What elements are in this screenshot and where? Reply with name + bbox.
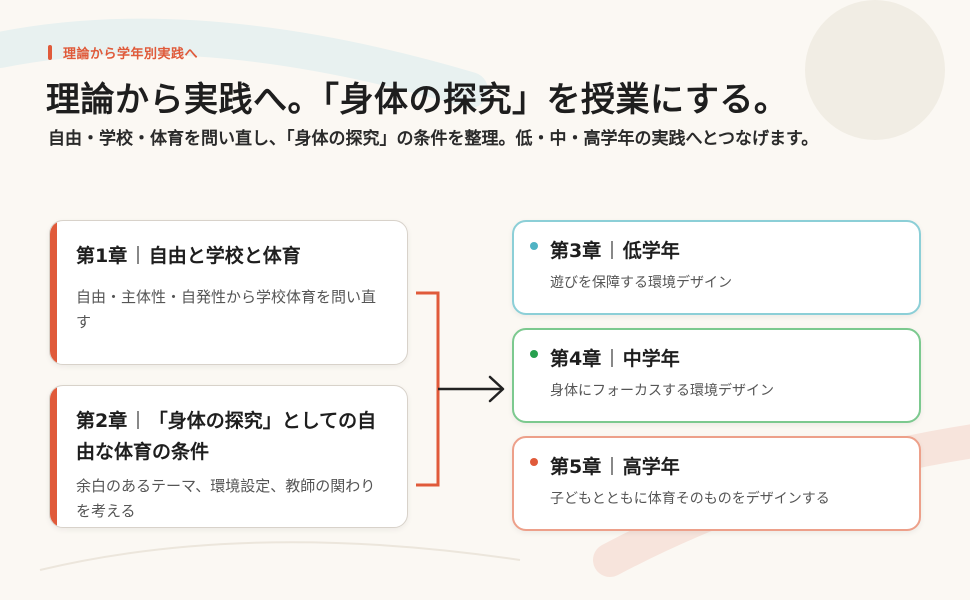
chapter-card-1: 第1章自由と学校と体育 自由・主体性・自発性から学校体育を問い直す [49, 220, 408, 365]
heading-divider [611, 349, 613, 367]
heading-divider [611, 457, 613, 475]
card-accent-bar [50, 221, 57, 364]
chapter-title: 「身体の探究」としての自由な体育の条件 [76, 410, 377, 463]
chapter-title: 高学年 [622, 456, 680, 478]
chapter-description: 遊びを保障する環境デザイン [550, 275, 732, 291]
chapter-description: 余白のあるテーマ、環境設定、教師の関わりを考える [76, 477, 376, 520]
card-accent-bar [50, 386, 57, 527]
chapter-description: 子どもとともに体育そのものをデザインする [550, 491, 830, 507]
chapter-title: 低学年 [622, 240, 680, 262]
chapter-heading: 第1章自由と学校と体育 [76, 241, 387, 272]
chapter-heading: 第3章低学年 [550, 236, 680, 263]
chapter-heading: 第4章中学年 [550, 344, 680, 371]
heading-divider [137, 411, 139, 429]
page-subtitle: 自由・学校・体育を問い直し、「身体の探究」の条件を整理。低・中・高学年の実践へと… [48, 129, 819, 149]
chapter-number: 第2章 [76, 410, 128, 432]
bracket-arrow-connector [416, 291, 505, 487]
chapter-description: 自由・主体性・自発性から学校体育を問い直す [76, 288, 377, 331]
chapter-card-5: 第5章高学年 子どもとともに体育そのものをデザインする [512, 436, 921, 531]
chapter-card-2: 第2章「身体の探究」としての自由な体育の条件 余白のあるテーマ、環境設定、教師の… [49, 385, 408, 528]
grade-dot-icon [530, 350, 538, 358]
eyebrow-label: 理論から学年別実践へ [63, 46, 199, 62]
chapter-description: 身体にフォーカスする環境デザイン [550, 383, 774, 399]
chapter-number: 第5章 [550, 456, 602, 478]
chapter-number: 第4章 [550, 348, 602, 370]
chapter-title: 自由と学校と体育 [148, 245, 301, 267]
eyebrow-accent-bar [48, 44, 52, 60]
section-eyebrow: 理論から学年別実践へ [48, 43, 199, 62]
page-title: 理論から実践へ。「身体の探究」を授業にする。 [46, 80, 789, 120]
chapter-card-3: 第3章低学年 遊びを保障する環境デザイン [512, 220, 921, 315]
grade-dot-icon [530, 458, 538, 466]
chapter-number: 第3章 [550, 240, 602, 262]
heading-divider [137, 246, 139, 264]
chapter-title: 中学年 [622, 348, 680, 370]
chapter-card-4: 第4章中学年 身体にフォーカスする環境デザイン [512, 328, 921, 423]
chapter-number: 第1章 [76, 245, 128, 267]
heading-divider [611, 241, 613, 259]
grade-dot-icon [530, 242, 538, 250]
chapter-heading: 第5章高学年 [550, 452, 680, 479]
chapter-heading: 第2章「身体の探究」としての自由な体育の条件 [76, 406, 387, 468]
